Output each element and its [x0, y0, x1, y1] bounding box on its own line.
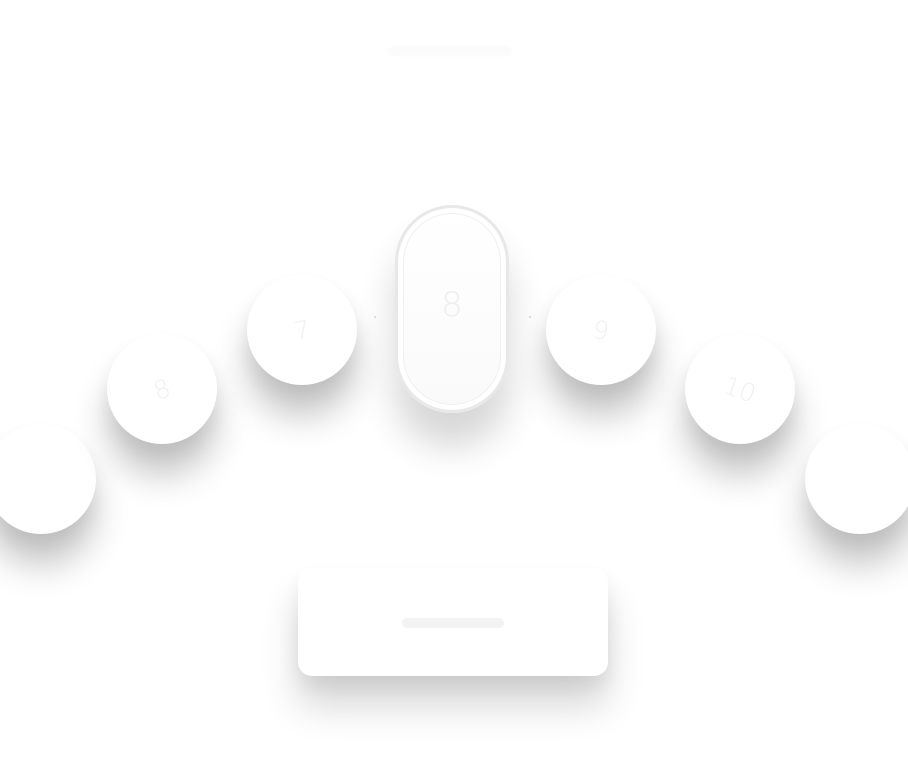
selected-number-label: 8: [441, 285, 463, 325]
spacer-dot-right: [529, 316, 531, 318]
number-option-9[interactable]: 9: [546, 275, 656, 385]
number-option-far-right[interactable]: [805, 424, 908, 534]
number-option-far-left[interactable]: [0, 424, 96, 534]
number-option-8[interactable]: 8: [107, 334, 217, 444]
number-option-8-label: 8: [149, 372, 175, 406]
bottom-action-card[interactable]: [298, 568, 608, 676]
number-option-7-label: 7: [291, 314, 313, 346]
number-option-10-label: 10: [720, 369, 760, 409]
bottom-action-bar: [402, 618, 504, 628]
top-label-placeholder: [388, 46, 512, 56]
number-option-7[interactable]: 7: [247, 275, 357, 385]
selected-number-pill[interactable]: 8: [395, 205, 509, 413]
number-option-10[interactable]: 10: [685, 334, 795, 444]
number-option-9-label: 9: [590, 314, 612, 346]
spacer-dot-left: [374, 316, 376, 318]
